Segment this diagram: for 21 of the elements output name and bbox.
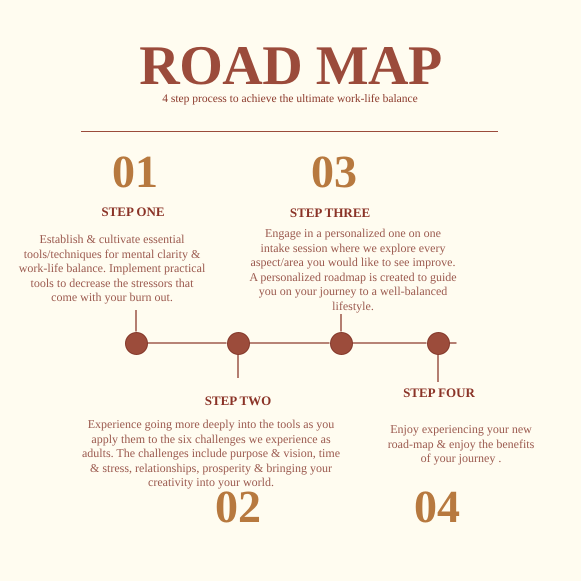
- title: ROAD MAP: [139, 38, 442, 94]
- step-number: 04: [414, 490, 460, 524]
- connector-line: [237, 354, 239, 378]
- step-heading: STEP THREE: [290, 206, 370, 219]
- step-heading: STEP FOUR: [403, 386, 475, 399]
- timeline-line: [352, 342, 426, 344]
- step-number: 03: [311, 155, 357, 190]
- step-description: Experience going more deeply into the tools as you apply them to the six challenges we experience as adults. The challenges include purpose & vision, time & stress, relationships, prosperity & bringing your creativity into your world.: [80, 417, 342, 490]
- timeline-line: [148, 342, 226, 344]
- step-description: Establish & cultivate essential tools/techniques for mental clarity & work-life balance. Implement practical tools to decrease the stressors that come with your burn out.: [18, 232, 206, 304]
- step-description: Engage in a personalized one on one intake session where we explore every aspect/area you would like to see improve. A personalized roadmap is created to guide you on your journey to a well-balanced lifestyle.: [249, 226, 457, 313]
- timeline-line: [250, 342, 330, 344]
- connector-line: [135, 310, 137, 332]
- step-number: 02: [215, 490, 261, 524]
- subtitle: 4 step process to achieve the ultimate work-life balance: [162, 94, 418, 106]
- step-description: Enjoy experiencing your new road-map & enjoy the benefits of your journey .: [386, 422, 536, 466]
- step-heading: STEP TWO: [204, 394, 272, 407]
- connector-line: [340, 314, 342, 332]
- step-number: 01: [112, 155, 158, 190]
- connector-line: [437, 354, 439, 382]
- step-heading: STEP ONE: [101, 205, 165, 218]
